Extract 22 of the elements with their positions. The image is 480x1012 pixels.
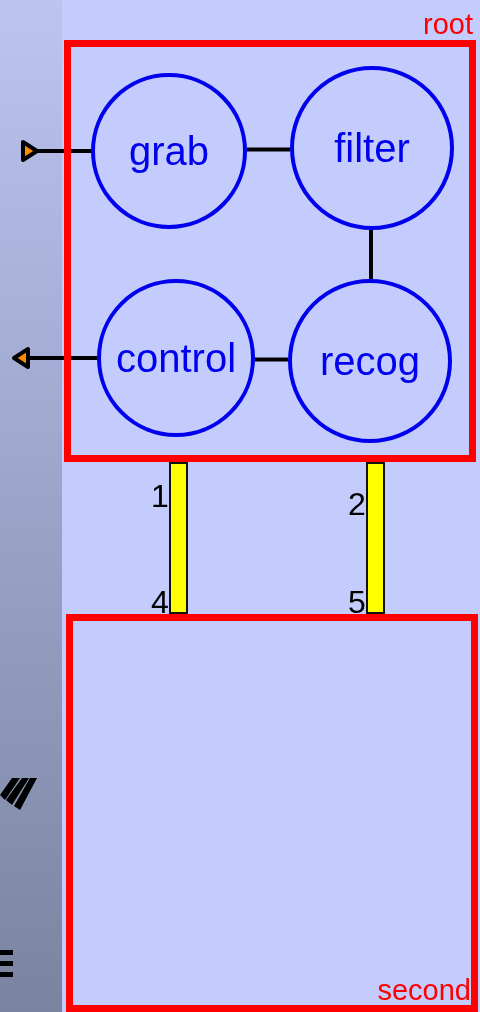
pin-number: 4 — [151, 586, 169, 618]
arrow — [12, 347, 97, 369]
box-title: root — [423, 8, 473, 41]
process-circle — [91, 73, 247, 229]
connector-line — [255, 357, 288, 362]
node-label: control — [115, 335, 237, 381]
node-label: filter — [334, 125, 410, 171]
process-circle — [97, 279, 255, 437]
connector-bar — [169, 462, 188, 614]
pin-number: 2 — [348, 488, 366, 520]
connector-line — [369, 230, 373, 279]
connector-bar — [366, 462, 385, 614]
box-title: second — [377, 974, 471, 1007]
connector-line — [247, 147, 290, 152]
process-circle — [290, 66, 454, 230]
pin-number: 1 — [151, 480, 169, 512]
node-label: grab — [128, 128, 210, 174]
container-box — [66, 614, 478, 1012]
pin-number: 5 — [348, 586, 366, 618]
process-circle — [288, 279, 452, 443]
node-label: recog — [319, 338, 421, 384]
arrow — [21, 140, 91, 162]
